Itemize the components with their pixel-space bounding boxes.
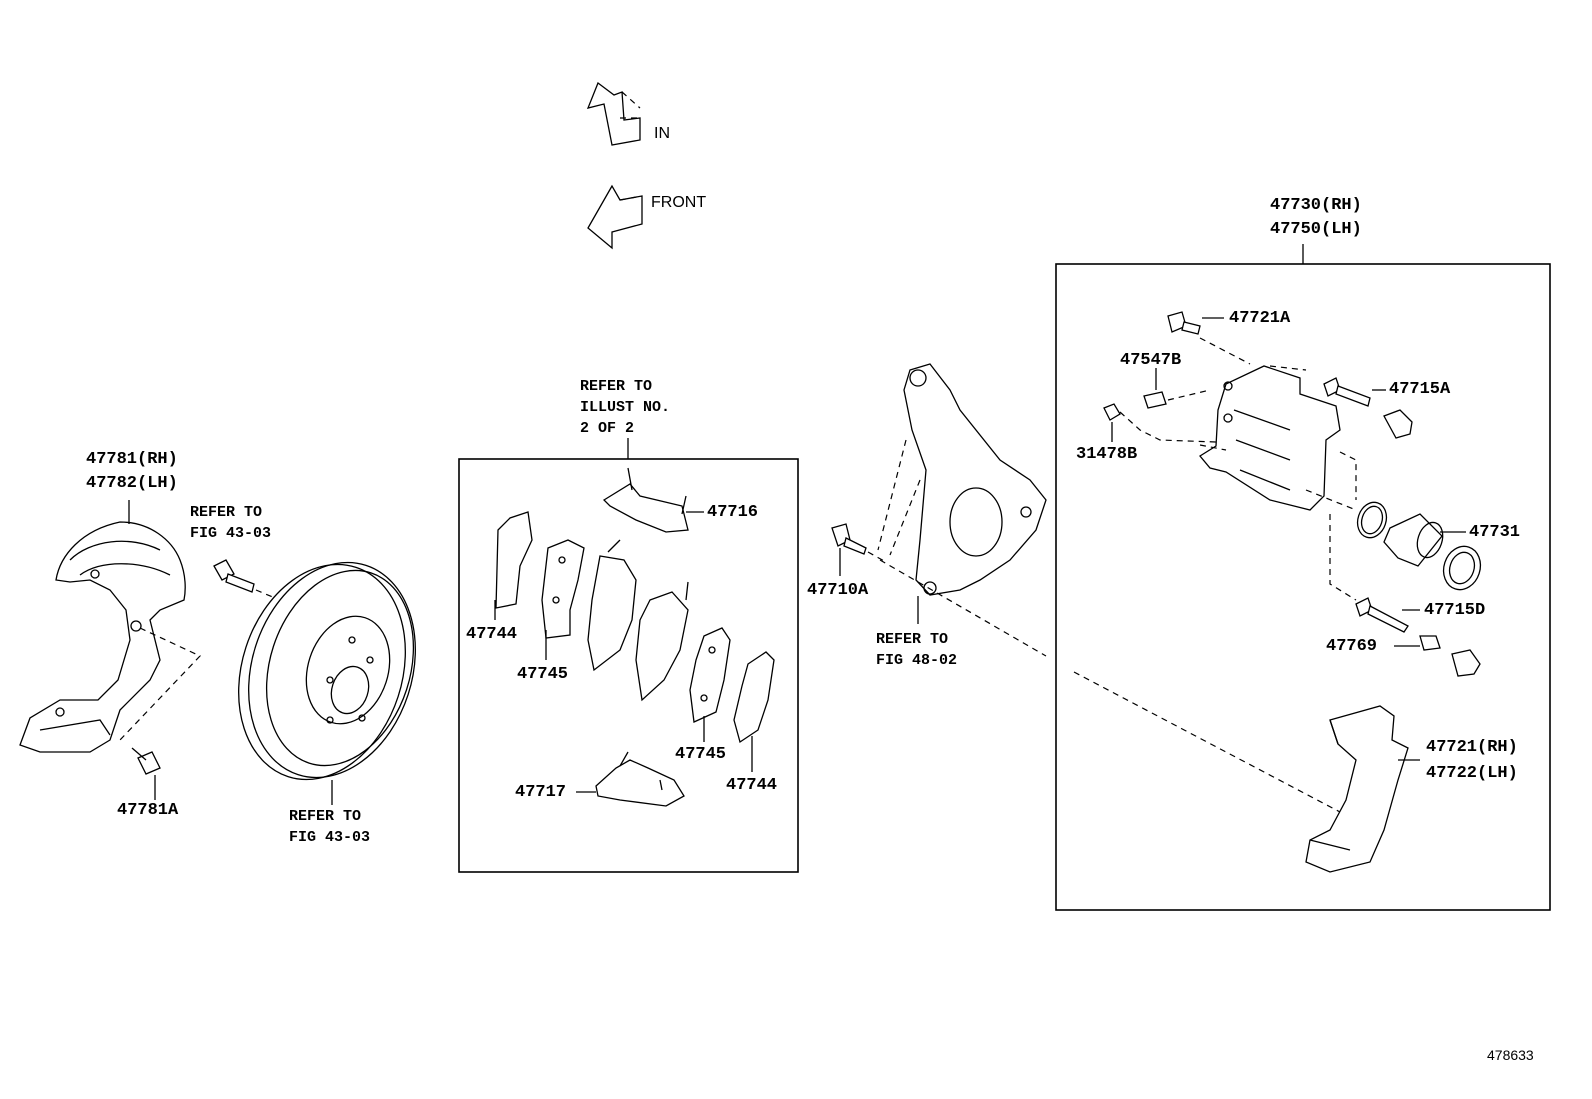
mounting-bolt-47710a	[831, 523, 887, 563]
direction-front-label: FRONT	[651, 194, 707, 211]
pad-shim-left	[495, 511, 533, 609]
refer-note-disc: REFER TO FIG 43-03	[289, 808, 371, 846]
part-label-47744-right: 47744	[726, 776, 778, 795]
part-label-47782-lh: 47782(LH)	[86, 474, 178, 493]
part-label-47716: 47716	[707, 503, 759, 522]
refer-note-bolt: REFER TO FIG 43-03	[190, 504, 272, 542]
pin-boot-lower	[1451, 649, 1481, 677]
cylinder-boot	[1442, 545, 1482, 591]
bleeder-plug-47547b	[1143, 368, 1167, 409]
part-label-47721-rh: 47721(RH)	[1426, 738, 1518, 757]
front-arrow-icon	[587, 184, 643, 250]
in-arrow-icon	[586, 81, 641, 146]
pin-boot-upper	[1383, 409, 1413, 439]
pin-bushing-47769	[1394, 635, 1441, 651]
part-label-47722-lh: 47722(LH)	[1426, 764, 1518, 783]
part-label-47781a: 47781A	[117, 801, 179, 820]
part-label-47731: 47731	[1469, 523, 1521, 542]
part-label-47750-lh: 47750(LH)	[1270, 220, 1362, 239]
shield-bolt-47781a	[131, 747, 161, 775]
hub-bolt-part	[213, 559, 276, 599]
slide-pin-47715d	[1355, 597, 1420, 633]
pad-support-plate-47717	[595, 751, 685, 807]
brake-disc-part	[238, 561, 416, 781]
refer-note-knuckle: REFER TO FIG 48-02	[876, 631, 958, 669]
caliper-cylinder-part	[1199, 365, 1341, 511]
part-label-47744-left: 47744	[466, 625, 518, 644]
part-label-47769: 47769	[1326, 637, 1378, 656]
anti-squeal-spring-47716	[602, 467, 689, 533]
part-label-31478b: 31478B	[1076, 445, 1138, 464]
caliper-support-47721	[1305, 705, 1420, 873]
piston-seal	[1356, 501, 1388, 539]
part-label-47745-right: 47745	[675, 745, 727, 764]
figure-number: 478633	[1487, 1047, 1534, 1063]
pad-insulator-right	[689, 627, 731, 723]
part-label-47715d: 47715D	[1424, 601, 1486, 620]
steering-knuckle-part	[903, 363, 1047, 596]
slide-pin-47715a	[1323, 377, 1386, 407]
brake-pad-outer	[635, 581, 689, 702]
direction-in-label: IN	[654, 125, 670, 142]
pad-insulator-left	[541, 539, 585, 639]
part-label-47710a: 47710A	[807, 581, 869, 600]
part-label-47781-rh: 47781(RH)	[86, 450, 178, 469]
bleeder-cap-31478b	[1103, 403, 1121, 442]
brake-pad-inner	[587, 539, 637, 672]
piston-47731	[1383, 513, 1466, 567]
part-label-47745-left: 47745	[517, 665, 569, 684]
refer-note-illust: REFER TO ILLUST NO. 2 OF 2	[580, 378, 671, 437]
part-label-47730-rh: 47730(RH)	[1270, 196, 1362, 215]
part-label-47717: 47717	[515, 783, 567, 802]
caliper-bolt-47721a	[1167, 311, 1224, 335]
part-label-47721a: 47721A	[1229, 309, 1291, 328]
dust-shield-part	[19, 521, 202, 753]
part-label-47715a: 47715A	[1389, 380, 1451, 399]
part-label-47547b: 47547B	[1120, 351, 1182, 370]
pad-shim-right	[733, 651, 775, 744]
